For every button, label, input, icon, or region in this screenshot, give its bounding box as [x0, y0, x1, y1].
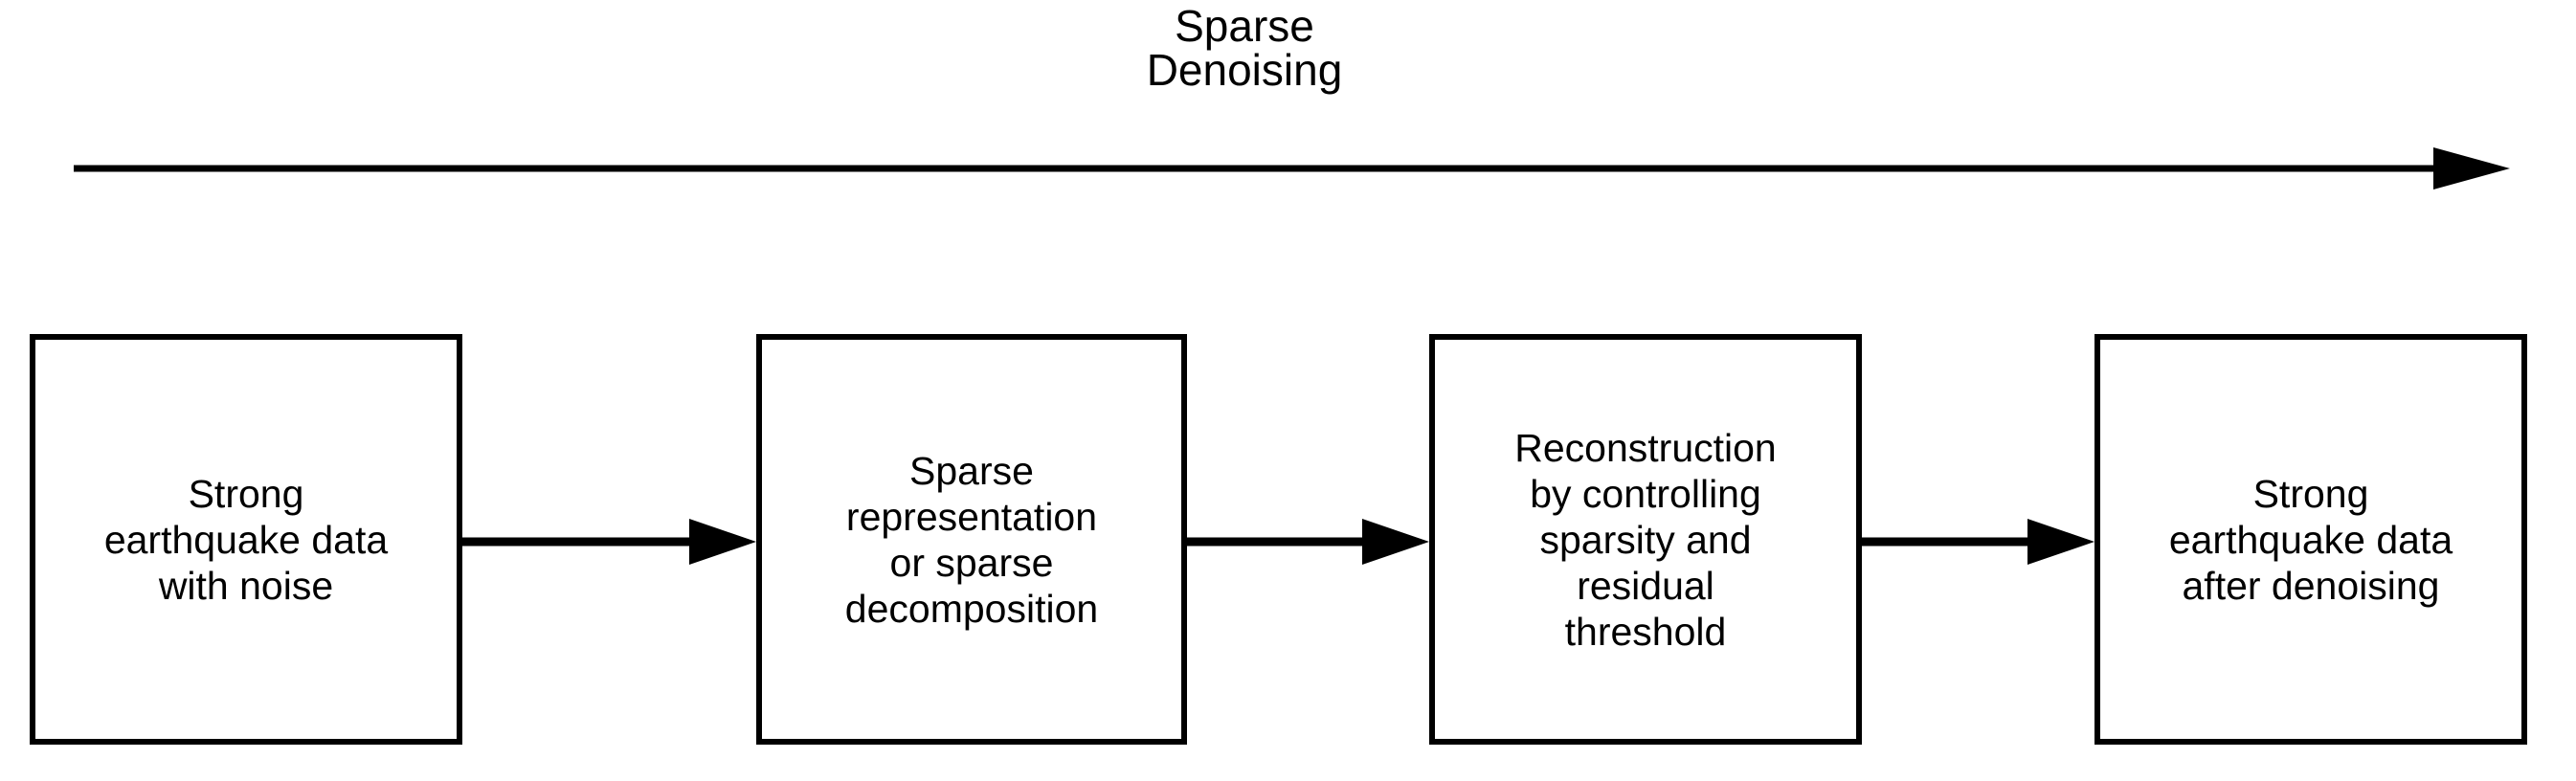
process-box-sparse-representation[interactable]: Sparse representation or sparse decompos…	[756, 334, 1187, 745]
diagram-title: Sparse Denoising	[1146, 1, 1343, 95]
connector-box1-to-box2	[462, 517, 756, 567]
process-box-label: Sparse representation or sparse decompos…	[844, 448, 1099, 631]
process-box-strong-earthquake-data-after-denoising[interactable]: Strong earthquake data after denoising	[2094, 334, 2527, 745]
process-box-strong-earthquake-data-with-noise[interactable]: Strong earthquake data with noise	[30, 334, 462, 745]
process-box-label: Strong earthquake data with noise	[103, 471, 389, 608]
connector-box3-to-box4	[1862, 517, 2094, 567]
arrow-right-icon	[1862, 519, 2094, 565]
sparse-denoising-direction-arrow	[74, 144, 2510, 193]
arrow-right-icon	[1187, 519, 1429, 565]
arrow-right-icon	[74, 147, 2510, 190]
arrow-right-icon	[462, 519, 756, 565]
connector-box2-to-box3	[1187, 517, 1429, 567]
process-box-label: Strong earthquake data after denoising	[2168, 471, 2453, 608]
process-box-label: Reconstruction by controlling sparsity a…	[1514, 425, 1777, 654]
process-box-reconstruction[interactable]: Reconstruction by controlling sparsity a…	[1429, 334, 1862, 745]
